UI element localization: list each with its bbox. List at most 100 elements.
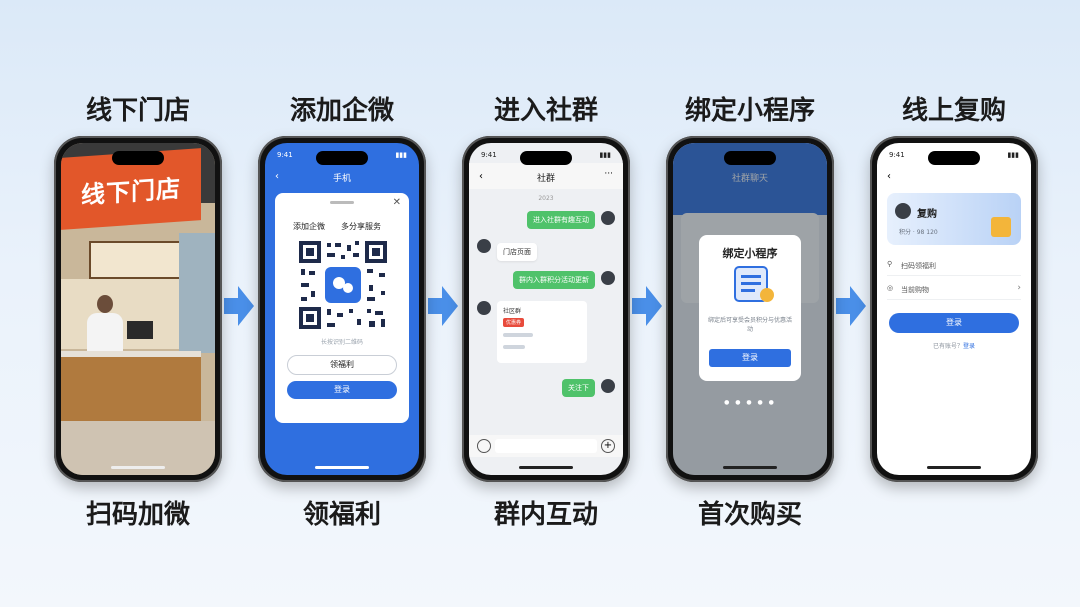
avatar xyxy=(477,301,491,315)
back-icon[interactable]: ‹ xyxy=(479,171,483,182)
status-bar: 9:41 ▮▮▮ xyxy=(889,151,1019,163)
user-icon: ⚲ xyxy=(887,260,893,268)
arrow-right-icon xyxy=(836,286,866,326)
signal-icon: ▮▮▮ xyxy=(1007,151,1019,159)
card-illustration xyxy=(991,217,1011,237)
phone-bind-miniprogram: 社群聊天 绑定小程序 绑定后可享受会员积分与优惠活动 登录 ● ● ● ● ● xyxy=(666,136,834,482)
phone-notch xyxy=(520,151,572,165)
qr-code-icon xyxy=(297,239,389,331)
chat-input-bar: + xyxy=(469,435,623,457)
member-card-title: 复购 xyxy=(917,209,937,220)
home-indicator xyxy=(111,466,165,469)
phone-notch xyxy=(316,151,368,165)
status-bar: 9:41 ▮▮▮ xyxy=(481,151,611,163)
store-screen: 线下门店 xyxy=(61,143,215,475)
header-title: 社群聊天 xyxy=(731,174,768,184)
status-time: 9:41 xyxy=(889,151,905,159)
step-caption-3: 群内互动 xyxy=(493,500,598,530)
chat-date: 2023 xyxy=(538,195,554,202)
back-icon[interactable]: ‹ xyxy=(887,171,891,182)
avatar xyxy=(477,239,491,253)
store-sign-text: 线下门店 xyxy=(81,174,181,209)
avatar xyxy=(601,211,615,225)
phone-group-chat: 9:41 ▮▮▮ ‹ 社群 ··· 2023 进入社群有趣互动 门店页面 群内入群… xyxy=(462,136,630,482)
signal-icon: ▮▮▮ xyxy=(599,151,611,159)
login-button[interactable]: 登录 xyxy=(889,313,1019,333)
pos-monitor xyxy=(127,321,153,339)
member-card-sub: 积分 · 98 120 xyxy=(899,229,938,236)
home-indicator xyxy=(315,466,369,469)
phone-notch xyxy=(112,151,164,165)
tab-add-wecom[interactable]: 添加企微 xyxy=(293,222,325,231)
tab-share-service[interactable]: 多分享服务 xyxy=(341,222,381,231)
signal-icon: ▮▮▮ xyxy=(395,151,407,159)
staff-head xyxy=(97,295,113,313)
home-indicator xyxy=(519,466,573,469)
chat-message-incoming: 门店页面 xyxy=(497,243,537,261)
plus-icon[interactable]: + xyxy=(601,439,615,453)
list-item-label: 扫码领福利 xyxy=(901,262,936,270)
menu-board xyxy=(89,241,183,279)
status-bar: 9:41 ▮▮▮ xyxy=(277,151,407,163)
modal-description: 绑定后可享受会员积分与优惠活动 xyxy=(707,317,792,333)
list-item[interactable]: ⚲ 扫码领福利 xyxy=(887,257,1021,276)
avatar xyxy=(601,271,615,285)
location-icon: ◎ xyxy=(887,284,894,292)
qr-hint: 长按识别二维码 xyxy=(320,339,363,346)
chat-message-outgoing: 进入社群有趣互动 xyxy=(527,211,595,229)
arrow-right-icon xyxy=(224,286,254,326)
drag-handle xyxy=(330,201,354,204)
login-button[interactable]: 登录 xyxy=(287,381,397,399)
footer-login-link[interactable]: 登录 xyxy=(963,343,976,350)
card-text xyxy=(503,333,533,337)
footer-text: 已有账号？登录 xyxy=(877,341,1031,350)
card-title: 社区群 xyxy=(503,308,522,315)
avatar xyxy=(601,379,615,393)
close-icon[interactable]: ✕ xyxy=(392,197,401,208)
arrow-right-icon xyxy=(428,286,458,326)
home-indicator xyxy=(927,466,981,469)
step-caption-4: 首次购买 xyxy=(697,500,802,530)
chat-card[interactable]: 社区群 优惠券 xyxy=(497,301,587,363)
phone-add-wecom: 9:41 ▮▮▮ ‹ 手机 ✕ 添加企微 多分享服务 xyxy=(258,136,426,482)
bind-screen: 社群聊天 绑定小程序 绑定后可享受会员积分与优惠活动 登录 ● ● ● ● ● xyxy=(673,143,827,475)
repurchase-screen: 9:41 ▮▮▮ ‹ 复购 积分 · 98 120 ⚲ 扫码领福利 ◎ 当前购物 … xyxy=(877,143,1031,475)
phone-notch xyxy=(928,151,980,165)
status-time: 9:41 xyxy=(481,151,497,159)
wecom-screen: 9:41 ▮▮▮ ‹ 手机 ✕ 添加企微 多分享服务 xyxy=(265,143,419,475)
chevron-right-icon: › xyxy=(1017,283,1021,293)
chat-screen: 9:41 ▮▮▮ ‹ 社群 ··· 2023 进入社群有趣互动 门店页面 群内入群… xyxy=(469,143,623,475)
back-icon[interactable]: ‹ xyxy=(275,171,279,182)
avatar xyxy=(895,203,911,219)
step-title-5: 线上复购 xyxy=(901,96,1006,126)
status-time: 9:41 xyxy=(277,151,293,159)
phone-repurchase: 9:41 ▮▮▮ ‹ 复购 积分 · 98 120 ⚲ 扫码领福利 ◎ 当前购物 … xyxy=(870,136,1038,482)
member-card[interactable]: 复购 积分 · 98 120 xyxy=(887,193,1021,245)
step-title-4: 绑定小程序 xyxy=(684,96,815,126)
modal-title: 绑定小程序 xyxy=(722,247,778,260)
header-title: 手机 xyxy=(332,174,351,184)
home-indicator xyxy=(723,466,777,469)
list-item-label: 当前购物 xyxy=(901,286,929,294)
message-input[interactable] xyxy=(495,439,597,453)
footer-prompt: 已有账号？ xyxy=(932,343,963,350)
step-caption-1: 扫码加微 xyxy=(85,500,190,530)
card-text xyxy=(503,345,525,349)
miniprogram-icon xyxy=(734,266,774,302)
welfare-button[interactable]: 领福利 xyxy=(287,355,397,375)
phone-notch xyxy=(724,151,776,165)
more-icon[interactable]: ··· xyxy=(604,169,613,179)
header-title: 社群 xyxy=(536,174,555,184)
step-title-3: 进入社群 xyxy=(493,96,598,126)
login-button[interactable]: 登录 xyxy=(709,349,791,367)
coupon-badge: 优惠券 xyxy=(503,318,525,327)
staff-body xyxy=(87,313,123,353)
store-window xyxy=(179,233,215,353)
step-title-2: 添加企微 xyxy=(289,96,394,126)
list-item[interactable]: ◎ 当前购物 › xyxy=(887,281,1021,300)
chat-message-outgoing: 关注下 xyxy=(562,379,595,397)
chat-header: ‹ 社群 ··· xyxy=(469,163,623,189)
chat-message-outgoing: 群内入群积分活动更新 xyxy=(513,271,595,289)
phone-store: 线下门店 xyxy=(54,136,222,482)
voice-icon[interactable] xyxy=(477,439,491,453)
